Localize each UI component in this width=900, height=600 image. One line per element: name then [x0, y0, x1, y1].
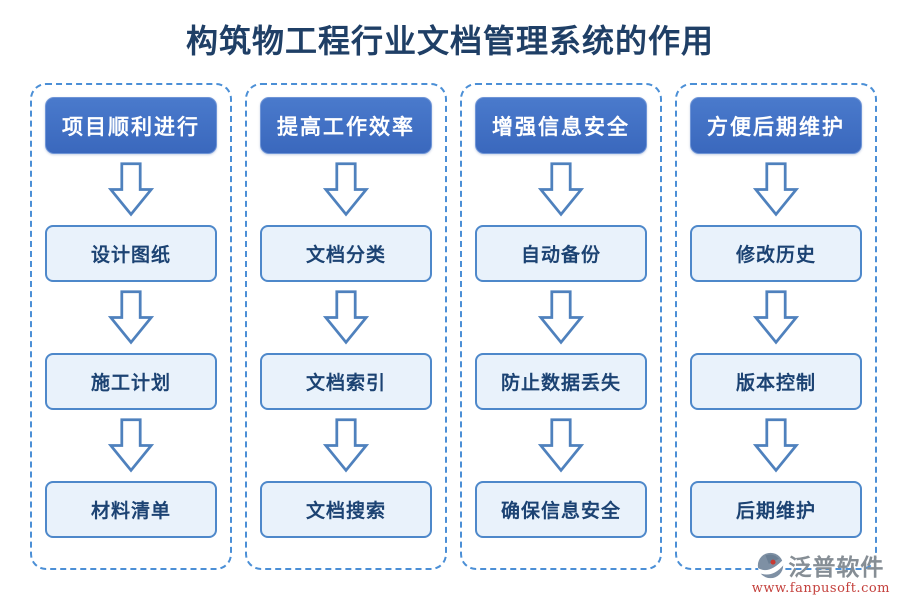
column-panel-project: 项目顺利进行 设计图纸 施工计划 材料清单: [30, 83, 232, 570]
column-header: 增强信息安全: [475, 97, 647, 154]
brand-watermark: 泛普软件 www.fanpusoft.com: [752, 548, 890, 596]
step-box: 修改历史: [690, 225, 862, 282]
step-box: 施工计划: [45, 353, 217, 410]
down-arrow-icon: [537, 417, 585, 474]
down-arrow-icon: [107, 417, 155, 474]
step-box: 防止数据丢失: [475, 353, 647, 410]
step-box: 设计图纸: [45, 225, 217, 282]
step-box: 文档分类: [260, 225, 432, 282]
down-arrow-icon: [322, 161, 370, 218]
down-arrow-icon: [322, 417, 370, 474]
step-box: 材料清单: [45, 481, 217, 538]
down-arrow-icon: [537, 289, 585, 346]
column-panel-security: 增强信息安全 自动备份 防止数据丢失 确保信息安全: [460, 83, 662, 570]
down-arrow-icon: [107, 161, 155, 218]
down-arrow-icon: [752, 161, 800, 218]
down-arrow-icon: [752, 289, 800, 346]
down-arrow-icon: [322, 289, 370, 346]
brand-website: www.fanpusoft.com: [751, 581, 890, 596]
flow-columns: 项目顺利进行 设计图纸 施工计划 材料清单 提高工作效率 文档分类 文档索引 文…: [30, 83, 877, 570]
column-header: 提高工作效率: [260, 97, 432, 154]
step-box: 版本控制: [690, 353, 862, 410]
column-header: 方便后期维护: [690, 97, 862, 154]
down-arrow-icon: [107, 289, 155, 346]
brand-name: 泛普软件: [788, 554, 885, 581]
down-arrow-icon: [537, 161, 585, 218]
column-panel-maintenance: 方便后期维护 修改历史 版本控制 后期维护: [675, 83, 877, 570]
column-panel-efficiency: 提高工作效率 文档分类 文档索引 文档搜索: [245, 83, 447, 570]
step-box: 文档索引: [260, 353, 432, 410]
step-box: 确保信息安全: [475, 481, 647, 538]
column-header: 项目顺利进行: [45, 97, 217, 154]
step-box: 文档搜索: [260, 481, 432, 538]
page-title: 构筑物工程行业文档管理系统的作用: [185, 22, 714, 60]
down-arrow-icon: [752, 417, 800, 474]
brand-logo-icon: [757, 552, 784, 579]
step-box: 后期维护: [690, 481, 862, 538]
step-box: 自动备份: [475, 225, 647, 282]
